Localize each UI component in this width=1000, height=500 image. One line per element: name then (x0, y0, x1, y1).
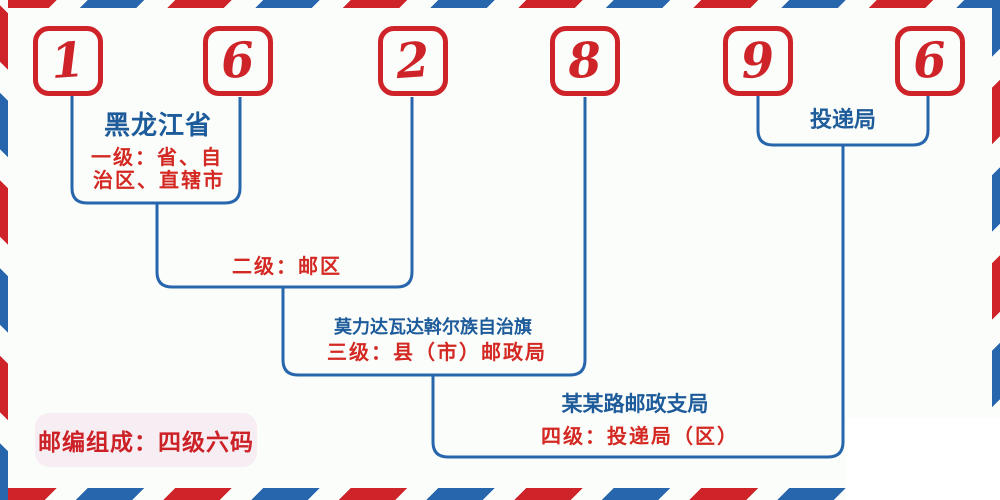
level3-desc-label: 三级：县（市）邮政局 (327, 340, 547, 364)
digit-box-2: 6 (203, 26, 273, 96)
airmail-stripe-border-left (0, 0, 8, 500)
level2-desc-label: 二级：邮区 (232, 254, 342, 278)
airmail-stripe-border-top (0, 0, 1000, 8)
digit-box-3: 2 (378, 26, 448, 96)
digit-box-4: 8 (550, 26, 620, 96)
composition-badge-text: 邮编组成：四级六码 (38, 429, 254, 456)
digit: 9 (739, 31, 777, 91)
level3-place-label: 莫力达瓦达斡尔族自治旗 (334, 317, 532, 338)
digit-box-5: 9 (723, 26, 793, 96)
airmail-stripe-border-bottom (0, 488, 1000, 500)
delivery-bureau-label: 投递局 (809, 107, 877, 133)
airmail-stripe-border-right (992, 0, 1000, 500)
digit: 1 (49, 31, 87, 91)
digit: 8 (566, 31, 604, 91)
level1-desc-line1: 一级：省、自 (91, 145, 223, 169)
level4-place-label: 某某路邮政支局 (561, 391, 709, 416)
digit: 6 (911, 31, 949, 91)
digit-box-6: 6 (895, 26, 965, 96)
level4-bracket (431, 145, 845, 459)
composition-badge: 邮编组成：四级六码 (35, 413, 257, 467)
delivery-bracket (756, 96, 930, 147)
corner-white-patch (846, 418, 1000, 500)
level1-desc-line2: 治区、直辖市 (93, 168, 225, 192)
digit: 2 (394, 31, 432, 91)
digit-box-1: 1 (33, 26, 103, 96)
digit: 6 (219, 31, 257, 91)
level4-desc-label: 四级：投递局（区） (541, 424, 739, 448)
province-name-label: 黑龙江省 (103, 111, 213, 141)
